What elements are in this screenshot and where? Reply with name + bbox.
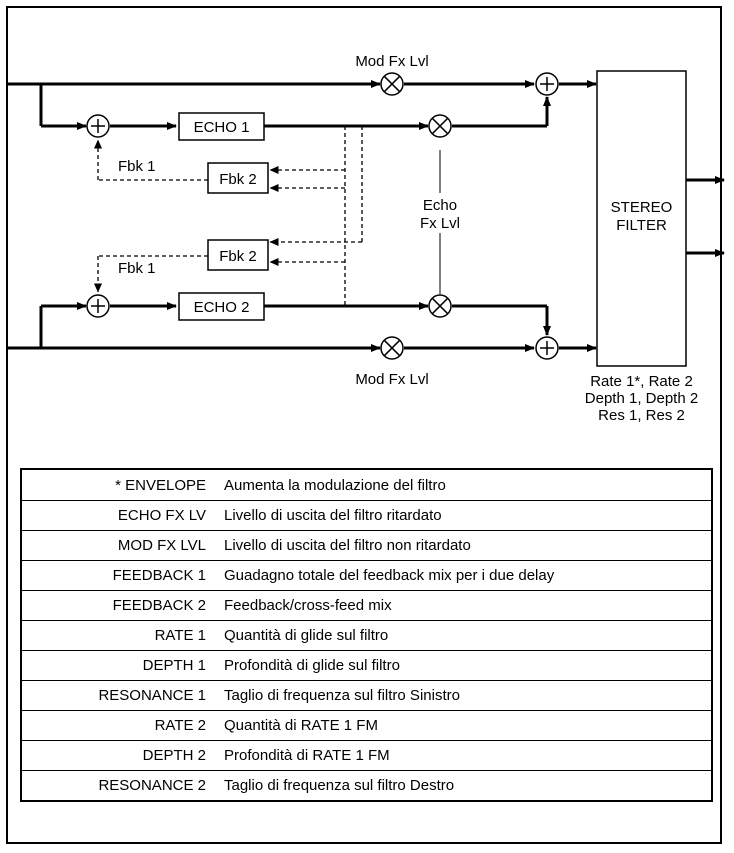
- filter-params-line-2: Depth 1, Depth 2: [585, 390, 698, 407]
- parameter-description: Quantità di glide sul filtro: [218, 620, 712, 651]
- echo-2-label: ECHO 2: [194, 299, 250, 316]
- echo-fx-label-1: Echo: [423, 197, 457, 214]
- fbk1-bottom-label: Fbk 1: [118, 260, 156, 277]
- parameter-description: Profondità di glide sul filtro: [218, 650, 712, 681]
- parameter-name: DEPTH 2: [21, 740, 218, 771]
- parameter-description: Livello di uscita del filtro ritardato: [218, 500, 712, 531]
- sum-junctions: [86, 72, 559, 360]
- fbk2-top-block: [207, 162, 269, 194]
- parameter-name: DEPTH 1: [21, 650, 218, 681]
- top-signal-lines: [8, 80, 597, 130]
- fbk2-bottom-label: Fbk 2: [219, 248, 257, 265]
- parameter-description: Profondità di RATE 1 FM: [218, 740, 712, 771]
- echo-2-block: [178, 292, 265, 321]
- parameter-name: ECHO FX LV: [21, 500, 218, 531]
- parameter-table: * ENVELOPE Aumenta la modulazione del fil…: [20, 468, 713, 802]
- bottom-signal-lines: [8, 302, 597, 352]
- filter-output-arrows: [686, 176, 725, 257]
- parameter-table-body: * ENVELOPE Aumenta la modulazione del fil…: [21, 469, 712, 801]
- parameter-name: FEEDBACK 2: [21, 590, 218, 621]
- fbk2-bottom-block: [207, 239, 269, 271]
- parameter-name: RATE 1: [21, 620, 218, 651]
- filter-params-line-1: Rate 1*, Rate 2: [590, 373, 693, 390]
- table-row: * ENVELOPE Aumenta la modulazione del fil…: [21, 469, 712, 501]
- multiply-symbols: [383, 75, 449, 357]
- sum-symbols: [91, 77, 554, 355]
- fbk1-top-label: Fbk 1: [118, 158, 156, 175]
- parameter-name: FEEDBACK 1: [21, 560, 218, 591]
- filter-params-line-3: Res 1, Res 2: [598, 407, 685, 424]
- stereo-filter-block: [596, 70, 687, 367]
- parameter-name: RESONANCE 2: [21, 770, 218, 801]
- parameter-description: Guadagno totale del feedback mix per i d…: [218, 560, 712, 591]
- echo-1-label: ECHO 1: [194, 119, 250, 136]
- stereo-filter-label-1: STEREO: [611, 199, 673, 216]
- parameter-description: Feedback/cross-feed mix: [218, 590, 712, 621]
- parameter-name: RATE 2: [21, 710, 218, 741]
- parameter-name: * ENVELOPE: [115, 476, 206, 494]
- mod-fx-lvl-bottom-label: Mod Fx Lvl: [355, 371, 428, 388]
- stereo-filter-label-2: FILTER: [616, 217, 667, 234]
- parameter-description: Quantità di RATE 1 FM: [218, 710, 712, 741]
- signal-flow-diagram: ECHO 1 ECHO 2 Fbk 2 Fbk 2 STEREO FILTER …: [8, 53, 725, 424]
- feedback-dashed-lines: [94, 126, 363, 306]
- parameter-description: Taglio di frequenza sul filtro Destro: [218, 770, 712, 801]
- echo-1-block: [178, 112, 265, 141]
- parameter-description: Taglio di frequenza sul filtro Sinistro: [218, 680, 712, 711]
- fbk2-top-label: Fbk 2: [219, 171, 257, 188]
- mod-fx-lvl-top-label: Mod Fx Lvl: [355, 53, 428, 70]
- echo-fx-label-bg: [414, 193, 466, 233]
- page-frame: [6, 6, 722, 844]
- echo-fx-label-2: Fx Lvl: [420, 215, 460, 232]
- parameter-name: MOD FX LVL: [21, 530, 218, 561]
- parameter-name: RESONANCE 1: [21, 680, 218, 711]
- parameter-description: Aumenta la modulazione del filtro: [224, 476, 446, 494]
- parameter-description: Livello di uscita del filtro non ritarda…: [218, 530, 712, 561]
